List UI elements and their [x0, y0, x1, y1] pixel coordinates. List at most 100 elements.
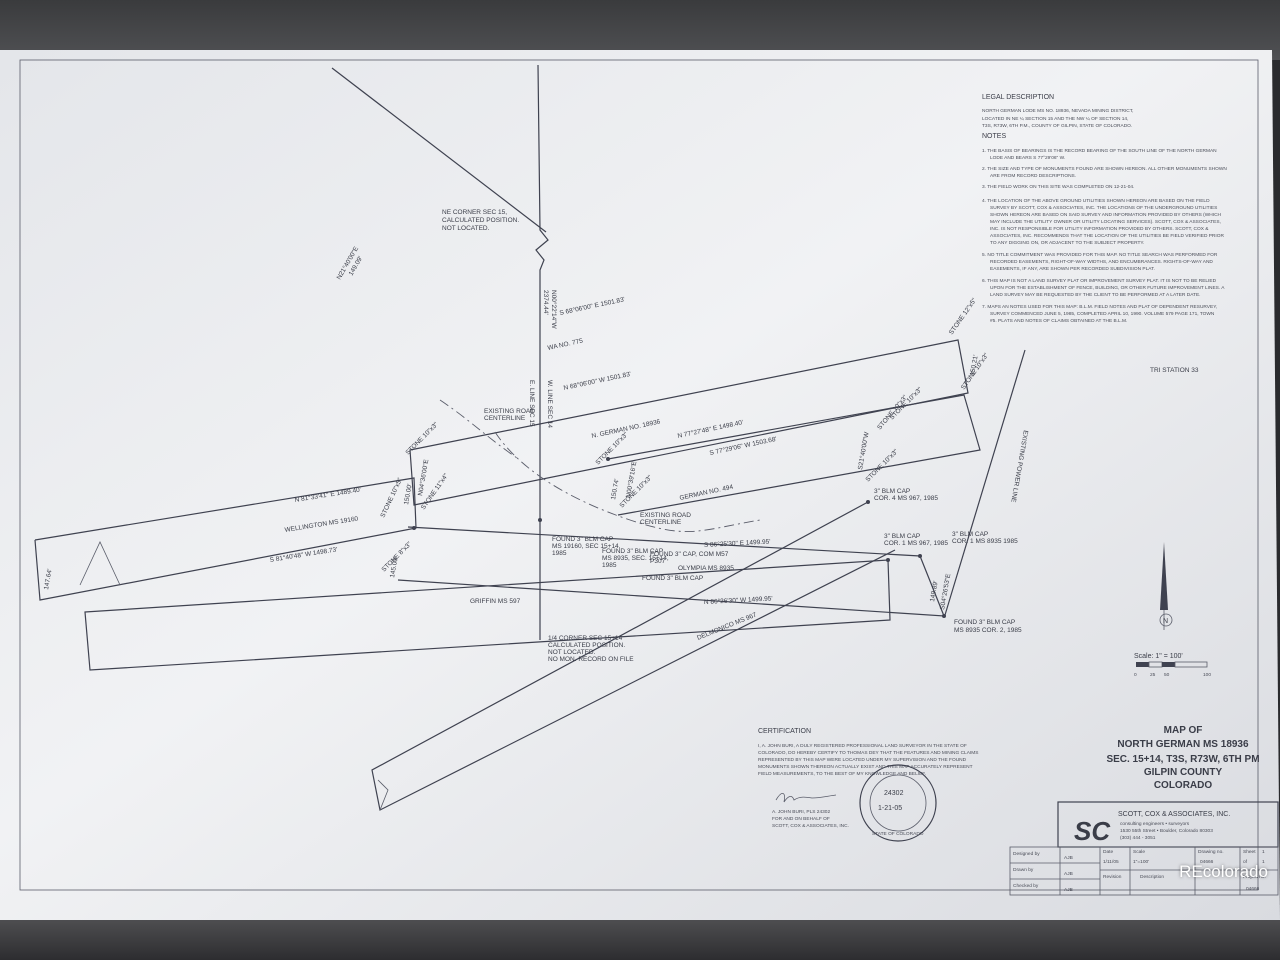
- svg-text:COLORADO: COLORADO: [1154, 780, 1213, 791]
- svg-text:FIELD MEASUREMENTS, TO THE BES: FIELD MEASUREMENTS, TO THE BEST OF MY KN…: [758, 771, 926, 777]
- svg-text:CALCULATED POSITION.: CALCULATED POSITION.: [442, 217, 519, 224]
- watermark-logo: REcolorado: [1179, 862, 1268, 881]
- existing-power-line: [944, 349, 1026, 616]
- svg-text:147.64': 147.64': [43, 568, 54, 590]
- svg-text:LAND SURVEY MAY BE REQUESTED B: LAND SURVEY MAY BE REQUESTED BY THE CLIE…: [990, 292, 1201, 298]
- svg-text:RECORDED EASEMENTS, RIGHT-OF-W: RECORDED EASEMENTS, RIGHT-OF-WAY WIDTHS,…: [990, 259, 1213, 265]
- svg-text:ARE FROM RECORD DESCRIPTIONS.: ARE FROM RECORD DESCRIPTIONS.: [990, 173, 1076, 179]
- svg-text:FOUND 3" BLM CAP: FOUND 3" BLM CAP: [954, 619, 1015, 626]
- svg-text:MS 8935, SEC. 15+14,: MS 8935, SEC. 15+14,: [602, 555, 669, 562]
- svg-text:150.21': 150.21': [969, 354, 980, 376]
- svg-text:SCOTT, COX & ASSOCIATES, INC.: SCOTT, COX & ASSOCIATES, INC.: [1118, 811, 1230, 818]
- svg-text:FOUND 3" BLM CAP: FOUND 3" BLM CAP: [602, 548, 663, 555]
- section-line: [535, 64, 549, 640]
- svg-text:1/11/05: 1/11/05: [1103, 859, 1119, 865]
- svg-text:MONUMENTS SHOWN THEREON ACTUAL: MONUMENTS SHOWN THEREON ACTUALLY EXIST A…: [758, 764, 973, 770]
- svg-text:SHOWN HEREON ARE BASED ON SAID: SHOWN HEREON ARE BASED ON SAID SURVEY AN…: [990, 212, 1222, 218]
- svg-text:7. MAPS AN NOTES USED FOR THIS: 7. MAPS AN NOTES USED FOR THIS MAP: B.L.…: [982, 304, 1217, 310]
- parcel-north-german: [409, 339, 969, 506]
- svg-text:1985: 1985: [602, 562, 617, 569]
- svg-text:145.00': 145.00': [389, 556, 400, 578]
- svg-text:S 86°25'30" E 1499.95': S 86°25'30" E 1499.95': [704, 538, 771, 549]
- svg-text:6. THIS MAP IS NOT A LAND SURV: 6. THIS MAP IS NOT A LAND SURVEY PLAT OR…: [982, 278, 1217, 284]
- title-block: SC SCOTT, COX & ASSOCIATES, INC. consult…: [1009, 801, 1279, 896]
- svg-text:P307: P307: [650, 558, 666, 565]
- svg-text:CALCULATED POSITION.: CALCULATED POSITION.: [548, 642, 625, 649]
- signature-mark: [775, 793, 837, 803]
- svg-text:Project no.: Project no.: [1243, 874, 1266, 880]
- svg-text:SC: SC: [1074, 816, 1111, 846]
- svg-text:LOCATED IN NE ¼ SECTION 15 AND: LOCATED IN NE ¼ SECTION 15 AND THE NW ¼ …: [982, 116, 1128, 122]
- notes-block: NOTES 1. THE BASIS OF BEARINGS IS THE RE…: [982, 133, 1227, 324]
- svg-text:#5. PLATS AND NOTES OF CLAIMS: #5. PLATS AND NOTES OF CLAIMS OBTAINED A…: [990, 318, 1127, 324]
- svg-text:4. THE LOCATION OF THE ABOVE G: 4. THE LOCATION OF THE ABOVE GROUND UTIL…: [982, 198, 1210, 204]
- svg-text:2. THE SIZE AND TYPE OF MONUME: 2. THE SIZE AND TYPE OF MONUMENTS FOUND …: [982, 166, 1227, 172]
- svg-text:100: 100: [1203, 672, 1211, 678]
- svg-text:SCOTT, COX & ASSOCIATES, INC.: SCOTT, COX & ASSOCIATES, INC.: [772, 823, 849, 829]
- svg-text:5. NO TITLE COMMITMENT WAS PRO: 5. NO TITLE COMMITMENT WAS PROVIDED FOR …: [982, 252, 1218, 258]
- svg-text:NE CORNER SEC 15,: NE CORNER SEC 15,: [442, 209, 507, 216]
- monument-markers: [412, 457, 946, 618]
- svg-text:OLYMPIA MS 8935: OLYMPIA MS 8935: [678, 565, 734, 572]
- svg-text:NOT LOCATED.: NOT LOCATED.: [442, 225, 490, 232]
- svg-text:NOT LOCATED.: NOT LOCATED.: [548, 649, 596, 656]
- svg-text:SURVEY BY SCOTT, COX & ASSOCIA: SURVEY BY SCOTT, COX & ASSOCIATES, INC. …: [990, 205, 1217, 211]
- svg-text:3" BLM CAP: 3" BLM CAP: [874, 488, 910, 495]
- svg-text:MAY INCLUDE THE UTILITY OWNER: MAY INCLUDE THE UTILITY OWNER OR UTILITY…: [990, 219, 1221, 225]
- svg-text:50: 50: [1164, 672, 1170, 678]
- svg-text:1985: 1985: [552, 550, 567, 557]
- svg-text:MS 19160, SEC 15+14,: MS 19160, SEC 15+14,: [552, 543, 621, 550]
- svg-text:UPON FOR THE ESTABLISHMENT OF: UPON FOR THE ESTABLISHMENT OF FENCE, BUI…: [990, 285, 1225, 291]
- svg-text:0: 0: [1134, 672, 1137, 678]
- svg-text:COR. 1 MS 8935 1985: COR. 1 MS 8935 1985: [952, 538, 1018, 545]
- svg-text:1/4 CORNER SEC 15+14: 1/4 CORNER SEC 15+14: [548, 635, 623, 642]
- svg-text:EXISTING ROAD: EXISTING ROAD: [640, 512, 691, 519]
- svg-text:AJB: AJB: [1064, 871, 1073, 877]
- svg-text:LODE AND BEARS S 77°29'06" W.: LODE AND BEARS S 77°29'06" W.: [990, 155, 1065, 161]
- svg-text:(303) 444 - 3051: (303) 444 - 3051: [1120, 835, 1156, 841]
- svg-text:E. LINE SEC 15: E. LINE SEC 15: [528, 380, 535, 427]
- svg-text:2374.44': 2374.44': [542, 290, 549, 315]
- delmonico-tick: [377, 779, 389, 811]
- svg-text:Drawn by: Drawn by: [1013, 867, 1034, 873]
- svg-text:Scale: 1" = 100': Scale: 1" = 100': [1134, 653, 1183, 660]
- svg-text:W. LINE SEC 14: W. LINE SEC 14: [546, 380, 553, 428]
- svg-text:NOTES: NOTES: [982, 133, 1006, 140]
- svg-text:3. THE FIELD WORK ON THIS SITE: 3. THE FIELD WORK ON THIS SITE WAS COMPL…: [982, 184, 1134, 190]
- svg-text:Revision: Revision: [1103, 874, 1122, 880]
- svg-text:Description: Description: [1140, 874, 1164, 880]
- svg-text:FOUND 3" CAP, COM M57: FOUND 3" CAP, COM M57: [650, 551, 729, 558]
- svg-text:AJB: AJB: [1064, 887, 1073, 893]
- svg-text:CENTERLINE: CENTERLINE: [484, 415, 526, 422]
- svg-text:NO MON. RECORD ON FILE: NO MON. RECORD ON FILE: [548, 656, 634, 663]
- svg-text:MAP OF: MAP OF: [1164, 725, 1203, 736]
- svg-text:consulting engineers • surve: consulting engineers • surveyors: [1120, 821, 1190, 827]
- svg-text:COLORADO, DO HEREBY CERTIFY TO: COLORADO, DO HEREBY CERTIFY TO THOMAS DE…: [758, 750, 978, 756]
- svg-text:Designed by: Designed by: [1013, 851, 1040, 857]
- svg-text:GRIFFIN MS 597: GRIFFIN MS 597: [470, 598, 521, 605]
- svg-text:Drawing no.: Drawing no.: [1198, 849, 1224, 855]
- svg-text:CENTERLINE: CENTERLINE: [640, 519, 682, 526]
- svg-text:TRI STATION 33: TRI STATION 33: [1150, 367, 1199, 374]
- svg-text:N00°22'14"W: N00°22'14"W: [550, 290, 558, 330]
- svg-text:NORTH GERMAN LODE MS NO. 18936: NORTH GERMAN LODE MS NO. 18936, NEVADA M…: [982, 108, 1134, 114]
- svg-text:SURVEY COMMENCED JUNE 5, 1985,: SURVEY COMMENCED JUNE 5, 1985, COMPLETED…: [990, 311, 1215, 317]
- svg-text:CERTIFICATION: CERTIFICATION: [758, 728, 811, 735]
- svg-text:TO ANY DIGGING ON, OR ADJACENT: TO ANY DIGGING ON, OR ADJACENT TO THE SU…: [990, 240, 1144, 246]
- sheet-border: [19, 59, 1259, 891]
- svg-text:N 86°26'30" W 1499.95': N 86°26'30" W 1499.95': [704, 594, 773, 606]
- svg-text:I, A. JOHN BURI, A DULY REGIST: I, A. JOHN BURI, A DULY REGISTERED PROFE…: [758, 743, 967, 749]
- paper-sheet: [0, 50, 1280, 920]
- parcel-delmonico: [371, 501, 896, 811]
- svg-text:1: 1: [1262, 849, 1265, 855]
- svg-text:1. THE BASIS OF BEARINGS IS TH: 1. THE BASIS OF BEARINGS IS THE RECORD B…: [982, 148, 1217, 154]
- svg-text:GILPIN COUNTY: GILPIN COUNTY: [1144, 767, 1223, 778]
- svg-text:Checked by: Checked by: [1013, 883, 1039, 889]
- svg-text:FOUND 3" BLM CAP: FOUND 3" BLM CAP: [552, 536, 613, 543]
- svg-text:AJB: AJB: [1064, 855, 1073, 861]
- svg-text:REPRESENTED BY THIS MAP WERE L: REPRESENTED BY THIS MAP WERE LOCATED UND…: [758, 757, 967, 763]
- svg-text:NORTH GERMAN MS 18936: NORTH GERMAN MS 18936: [1117, 739, 1249, 750]
- svg-text:COR. 4 MS 967, 1985: COR. 4 MS 967, 1985: [874, 495, 938, 502]
- parcel-german-494: [607, 394, 981, 516]
- svg-text:STATE OF COLORADO: STATE OF COLORADO: [872, 831, 924, 837]
